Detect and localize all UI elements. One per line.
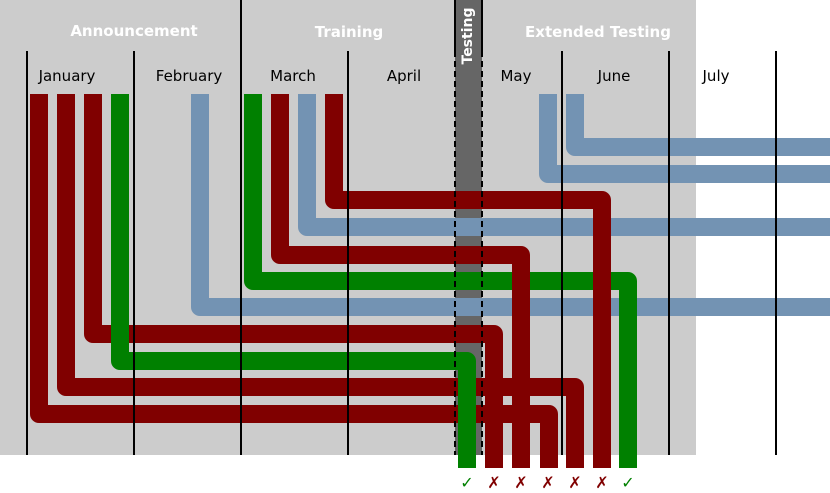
flow-green-1 bbox=[111, 94, 476, 468]
flow-red-4 bbox=[271, 94, 530, 468]
phase-testing-label: Testing bbox=[460, 7, 476, 65]
month-may: May bbox=[500, 67, 532, 85]
cross-icon: ✗ bbox=[541, 473, 555, 492]
cross-icon: ✗ bbox=[595, 473, 609, 492]
check-icon: ✓ bbox=[460, 473, 474, 492]
flow-blue-2 bbox=[298, 94, 830, 236]
month-april: April bbox=[386, 67, 422, 85]
flow-red-5 bbox=[325, 94, 611, 468]
cross-icon: ✗ bbox=[514, 473, 528, 492]
month-july: July bbox=[702, 67, 730, 85]
month-march: March bbox=[270, 67, 316, 85]
month-june: June bbox=[597, 67, 631, 85]
flow-red-3 bbox=[84, 94, 503, 468]
check-icon: ✓ bbox=[621, 473, 635, 492]
flow-red-1 bbox=[30, 94, 558, 468]
phase-extended-testing-label: Extended Testing bbox=[525, 23, 671, 41]
flow-blue-3 bbox=[539, 94, 830, 183]
month-february: February bbox=[155, 67, 223, 85]
phase-announcement-label: Announcement bbox=[70, 22, 198, 40]
phase-training-label: Training bbox=[314, 23, 384, 41]
cross-icon: ✗ bbox=[568, 473, 582, 492]
flow-red-2 bbox=[57, 94, 584, 468]
cross-icon: ✗ bbox=[487, 473, 501, 492]
flow-green-2 bbox=[244, 94, 637, 468]
month-january: January bbox=[38, 67, 96, 85]
flow-blue-4 bbox=[566, 94, 830, 156]
